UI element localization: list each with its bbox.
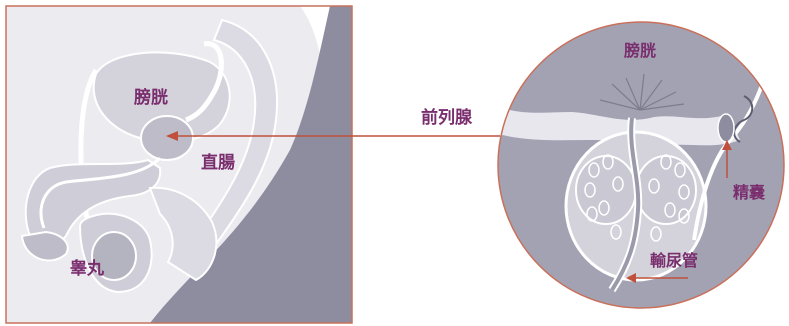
sagittal-section-panel: 膀胱 直腸 睾丸 bbox=[5, 5, 353, 324]
seminal-vesicle-coil bbox=[733, 95, 754, 143]
prostate-shape bbox=[140, 115, 194, 161]
label-rectum: 直腸 bbox=[201, 152, 235, 173]
vas-deferens bbox=[185, 41, 224, 123]
label-bladder-right: 膀胱 bbox=[624, 41, 656, 60]
label-bladder-left: 膀胱 bbox=[134, 87, 168, 108]
label-prostate: 前列腺 bbox=[421, 107, 473, 128]
label-testis: 睾丸 bbox=[70, 258, 105, 279]
seminal-vesicle-body bbox=[717, 113, 735, 143]
label-urethra: 輸尿管 bbox=[650, 251, 698, 270]
urethra-line bbox=[39, 156, 162, 229]
bladder-shape bbox=[92, 51, 231, 143]
thigh bbox=[148, 186, 218, 282]
glans bbox=[20, 230, 69, 262]
seminal-vesicle-arrowhead bbox=[722, 140, 732, 150]
prostate-glands-texture bbox=[584, 154, 690, 242]
bladder-folds bbox=[599, 73, 685, 111]
bladder-wall bbox=[498, 106, 740, 147]
left-panel-frame bbox=[5, 5, 353, 324]
prostate-pointer bbox=[166, 131, 500, 141]
magnified-circle-frame bbox=[497, 21, 785, 309]
pointer-arrowhead bbox=[166, 131, 178, 141]
urethra-arrowhead bbox=[626, 273, 636, 283]
urethra-lumen bbox=[610, 117, 641, 292]
label-seminal-vesicle: 精嚢 bbox=[733, 183, 766, 202]
buttock-region bbox=[150, 6, 352, 323]
magnified-view-circle: 膀胱 精嚢 輸尿管 bbox=[497, 21, 785, 309]
testis-shape bbox=[91, 231, 137, 281]
